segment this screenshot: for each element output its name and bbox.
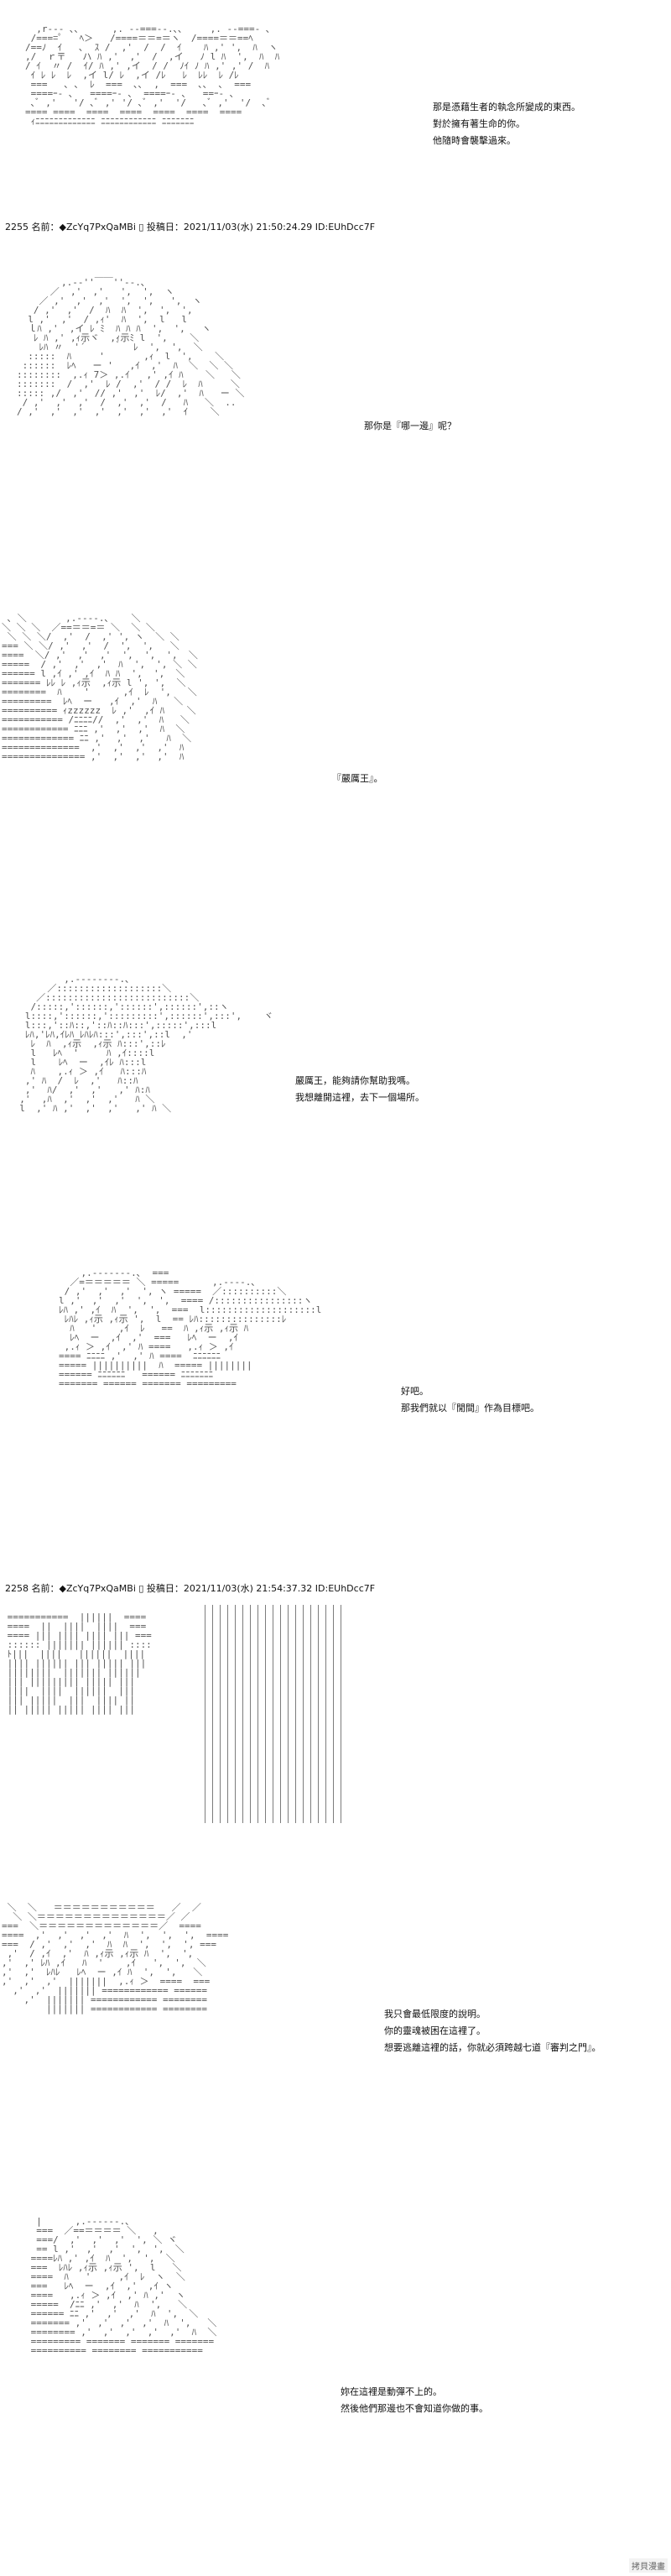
panel-5: ,.-‐‐‐‐‐-.､ === ／=＝＝＝＝＝ ＼ ===== ,.-‐‐-.､… (0, 1234, 671, 1570)
panel-7: ＼ ＼ ＝＝＝＝＝＝＝＝＝＝＝ ／ ／ ＼ ＼＝＝＝＝＝＝＝＝＝＝＝＝＝＝／ ／… (0, 1889, 671, 2149)
ascii-art-5: ,.-‐‐‐‐‐-.､ === ／=＝＝＝＝＝ ＼ ===== ,.-‐‐-.､… (59, 1267, 322, 1389)
dialog-8: 妳在這裡是動彈不上的。 然後他們那邊也不會知道你做的事。 (341, 2386, 488, 2414)
post-header-2258: 2258 名前：◆ZcYq7PxQaMBi ▯ 投稿日：2021/11/03(水… (5, 1583, 376, 1594)
panel-6: =========== |||||| ==== ==== || |||| |||… (0, 1595, 671, 1847)
dialog-7: 我只會最低限度的說明。 你的靈魂被困在這裡了。 想要逃離這裡的話，你就必須跨越七… (384, 2009, 601, 2053)
panel-4: ,.-‐‐‐‐‐‐-.､ ／:::::::::::::::::::＼ ／::::… (0, 948, 671, 1217)
panel-1: ,r‐-‐ ､､ ,. -‐===‐-.､､ ,. -‐===‐ ､ /====… (0, 0, 671, 218)
ascii-art-1: ,r‐-‐ ､､ ,. -‐===‐-.､､ ,. -‐===‐ ､ /====… (25, 24, 280, 127)
dialog-3: 『嚴厲王』。 (332, 773, 383, 784)
dialog-1: 那是憑藉生者的執念所變成的東西。 對於擁有著生命的你。 他隨時會襲擊過來。 (433, 102, 580, 146)
pillars-art (205, 1605, 347, 1823)
post-header-2255: 2255 名前：◆ZcYq7PxQaMBi ▯ 投稿日：2021/11/03(水… (5, 222, 376, 233)
dialog-2: 那你是『哪一邊』呢？ (364, 421, 456, 431)
ascii-art-2: ,.-‐''￣￣''‐-.､ ／ ,' ,' ', ', ヽ ／ ,' ,' ,… (17, 277, 245, 417)
panel-3: ､ ＼ ,.-‐‐-.､ ＼ ＼ ＼ ＼ ／==＝＝=＝ ＼ ＼ ＼ ＼ ＼ ＼… (0, 579, 671, 932)
ascii-art-3: ､ ＼ ,.-‐‐-.､ ＼ ＼ ＼ ＼ ／==＝＝=＝ ＼ ＼ ＼ ＼ ＼ ＼… (2, 613, 198, 762)
panel-8: | ,.-‐‐‐‐-.､ === ／==＝＝＝＝ ＼ , ===/ ,' ,' … (0, 2174, 671, 2576)
dialog-5: 好吧。 那我們就以『閒間』作為目標吧。 (401, 1386, 539, 1413)
ascii-art-6-left: =========== |||||| ==== ==== || |||| |||… (7, 1612, 152, 1715)
ascii-art-7: ＼ ＼ ＝＝＝＝＝＝＝＝＝＝＝ ／ ／ ＼ ＼＝＝＝＝＝＝＝＝＝＝＝＝＝＝／ ／… (2, 1902, 229, 2014)
ascii-art-8: | ,.-‐‐‐‐-.､ === ／==＝＝＝＝ ＼ , ===/ ,' ,' … (30, 2216, 217, 2356)
dialog-4: 嚴厲王，能夠請你幫助我嗎。 我想離開這裡，去下一個場所。 (295, 1075, 424, 1103)
ascii-art-4: ,.-‐‐‐‐‐‐-.､ ／:::::::::::::::::::＼ ／::::… (19, 974, 273, 1114)
watermark: 拷貝漫畫 (629, 2558, 668, 2573)
panel-2: ,.-‐''￣￣''‐-.､ ／ ,' ,' ', ', ヽ ／ ,' ,' ,… (0, 235, 671, 562)
